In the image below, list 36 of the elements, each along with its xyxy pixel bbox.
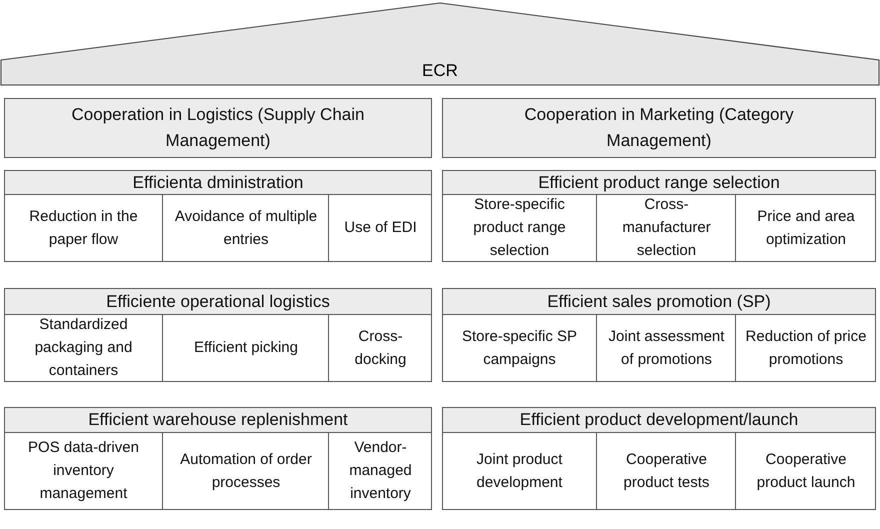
node-label: POS data-driven inventory management [27, 438, 140, 504]
group-box [442, 288, 876, 382]
group-box [442, 170, 876, 262]
node-label: Standardized packaging and containers [34, 315, 134, 381]
node-label: Use of EDI [344, 218, 417, 238]
node-label: Efficient product range selection [538, 172, 780, 194]
node-label: Cooperation in Marketing (Category Management) [523, 104, 795, 152]
node-label: Reduction of price promotions [744, 326, 868, 370]
node-label: Vendor-managed inventory [348, 438, 413, 504]
node-label: Efficienta dministration [132, 172, 304, 194]
roof-shape [0, 0, 880, 86]
node-label: Efficient product development/launch [520, 409, 798, 432]
node-label: Efficiente operational logistics [106, 290, 330, 313]
node-label: Cooperation in Logistics (Supply Chain Management) [70, 104, 366, 152]
node-label: Cross-docking [354, 326, 408, 370]
node-label: Automation of order processes [179, 450, 313, 492]
group-box [4, 407, 432, 510]
group-box [4, 170, 432, 262]
node-label: ECR [422, 60, 458, 82]
node-label: Price and area optimization [756, 206, 856, 250]
node-label: Store-specific product range selection [472, 195, 567, 261]
node-label: Efficient picking [194, 338, 298, 358]
node-label: Joint product development [476, 450, 564, 492]
node-label: Avoidance of multiple entries [174, 206, 318, 250]
node-label: Joint assessment of promotions [608, 326, 726, 370]
node-label: Reduction in the paper flow [28, 206, 139, 250]
group-box [4, 288, 432, 382]
category-box [442, 98, 876, 158]
node-label: Cooperative product launch [756, 450, 856, 492]
group-box [442, 407, 876, 510]
node-label: Efficient warehouse replenishment [88, 409, 348, 432]
node-label: Efficient sales promotion (SP) [547, 290, 771, 313]
node-label: Cooperative product tests [622, 450, 710, 492]
node-label: Store-specific SP campaigns [460, 326, 578, 370]
node-label: Cross-manufacturer selection [621, 195, 712, 261]
category-box [4, 98, 432, 158]
